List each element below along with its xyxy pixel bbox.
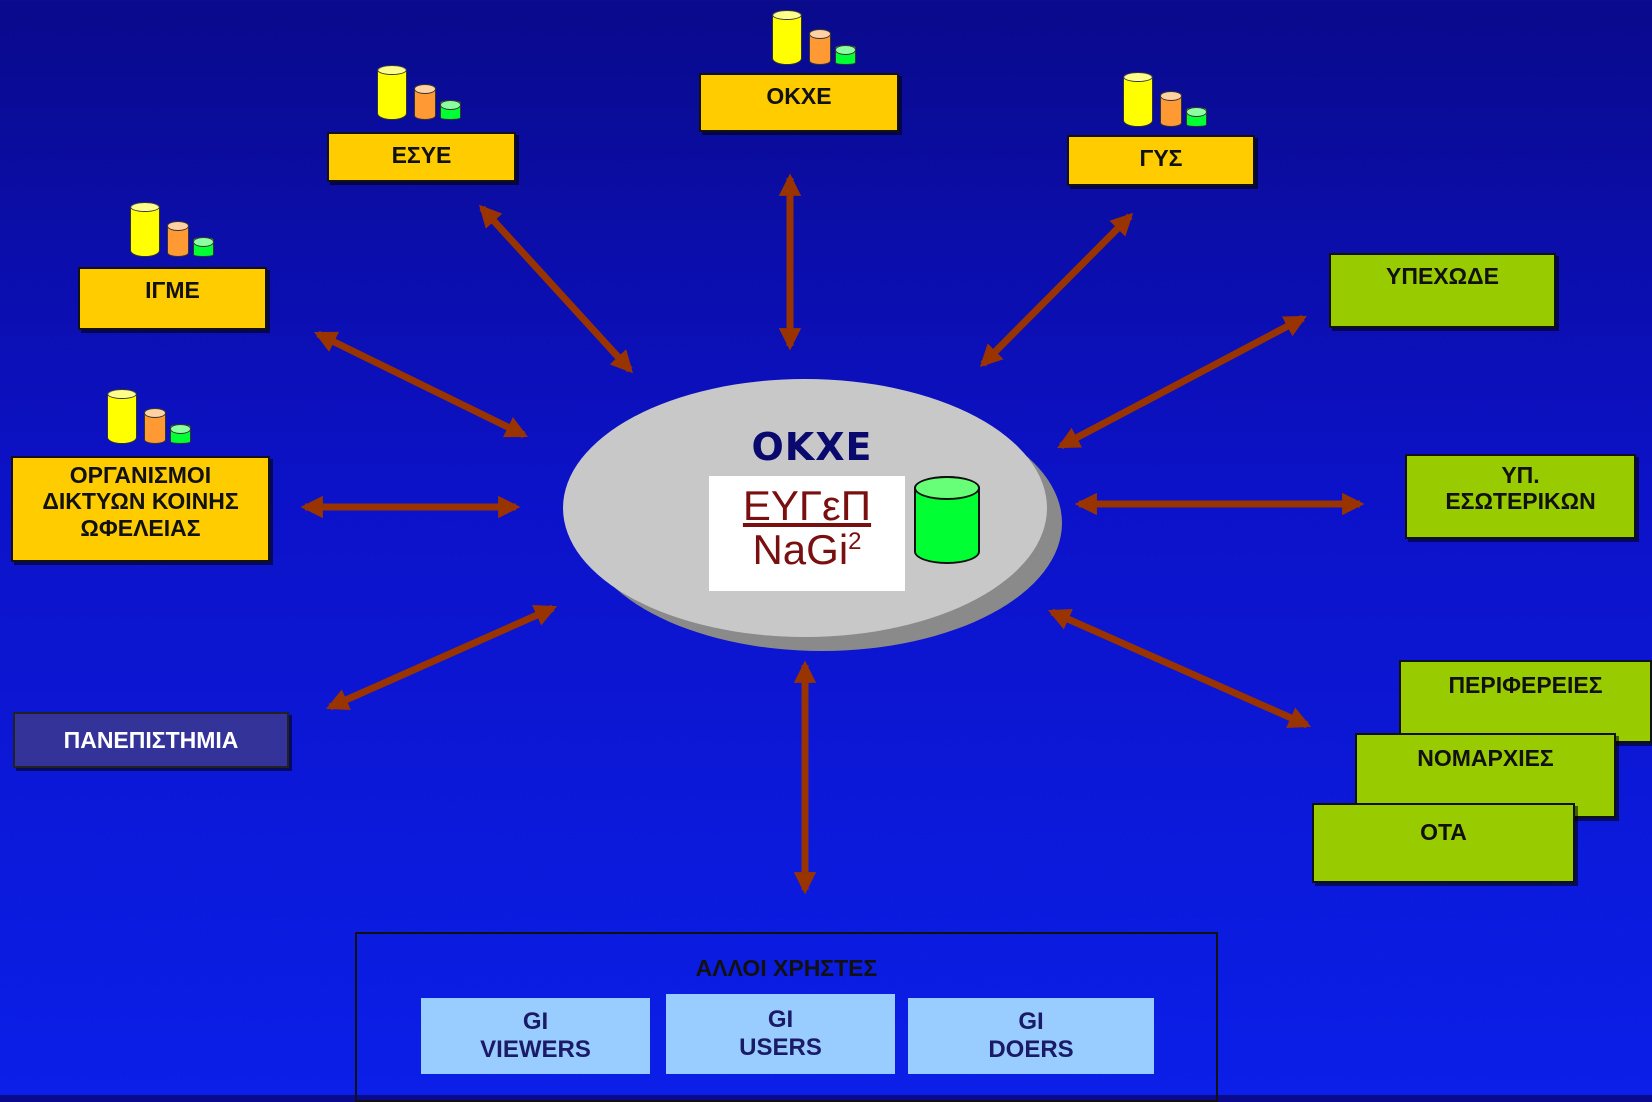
universities-box[interactable]: ΠΑΝΕΠΙΣΤΗΜΙΑ — [13, 712, 289, 768]
ministry-interior-box[interactable]: ΥΠ. ΕΣΩΤΕΡΙΚΩΝ — [1405, 454, 1636, 539]
agency-gys-box[interactable]: ΓΥΣ — [1067, 135, 1255, 186]
cylinder-green — [1186, 107, 1207, 127]
database-stack-icon — [130, 202, 214, 257]
hub-panel: ΕΥΓεΠ NaGi2 — [709, 476, 905, 591]
database-stack-icon — [377, 65, 461, 120]
cylinder-yellow — [107, 389, 137, 444]
agency-utilities-box[interactable]: ΟΡΓΑΝΙΣΜΟΙ ΔΙΚΤΥΩΝ ΚΟΙΝΗΣ ΩΦΕΛΕΙΑΣ — [11, 456, 270, 562]
arrow-igme — [313, 330, 529, 439]
hub-panel-nagi: NaGi2 — [709, 526, 905, 574]
cylinder-green — [835, 45, 856, 65]
regions-box[interactable]: ΠΕΡΙΦΕΡΕΙΕΣ — [1399, 660, 1652, 743]
cylinder-yellow — [1123, 72, 1153, 127]
database-stack-icon — [107, 389, 191, 444]
cylinder-green — [440, 100, 461, 120]
arrow-esye — [478, 204, 634, 374]
cylinder-orange — [144, 408, 166, 444]
cylinder-yellow — [130, 202, 160, 257]
database-cylinder-icon — [914, 476, 980, 564]
agency-okxe-box[interactable]: ΟΚΧΕ — [699, 73, 899, 132]
hub-panel-text: NaGi — [752, 526, 849, 573]
other-users-title: ΑΛΛΟΙ ΧΡΗΣΤΕΣ — [695, 955, 878, 981]
database-stack-icon — [1123, 72, 1207, 127]
arrow-local-government — [1047, 608, 1312, 729]
cylinder-green — [170, 424, 191, 444]
gi-viewers-box[interactable]: GI VIEWERS — [421, 998, 650, 1074]
cylinder-orange — [414, 84, 436, 120]
cylinder-yellow — [377, 65, 407, 120]
cylinder-orange — [809, 29, 831, 65]
cylinder-yellow — [772, 10, 802, 65]
database-stack-icon — [772, 10, 856, 65]
ministry-ypexode-box[interactable]: ΥΠΕΧΩΔΕ — [1329, 253, 1556, 328]
hub-title: ΟΚΧΕ — [751, 425, 873, 469]
cylinder-green — [193, 237, 214, 257]
agency-esye-box[interactable]: ΕΣΥΕ — [327, 132, 516, 182]
cylinder-orange — [1160, 91, 1182, 127]
hub-panel-superscript: 2 — [848, 528, 862, 555]
gi-users-box[interactable]: GI USERS — [666, 994, 895, 1074]
municipalities-box[interactable]: ΟΤΑ — [1312, 803, 1575, 883]
cylinder-orange — [167, 221, 189, 257]
arrow-universities — [325, 604, 558, 711]
arrow-ypexode — [1057, 314, 1307, 450]
arrow-gys — [979, 212, 1134, 368]
agency-igme-box[interactable]: ΙΓΜΕ — [78, 267, 267, 330]
gi-doers-box[interactable]: GI DOERS — [908, 998, 1154, 1074]
hub-panel-link[interactable]: ΕΥΓεΠ — [742, 482, 872, 529]
